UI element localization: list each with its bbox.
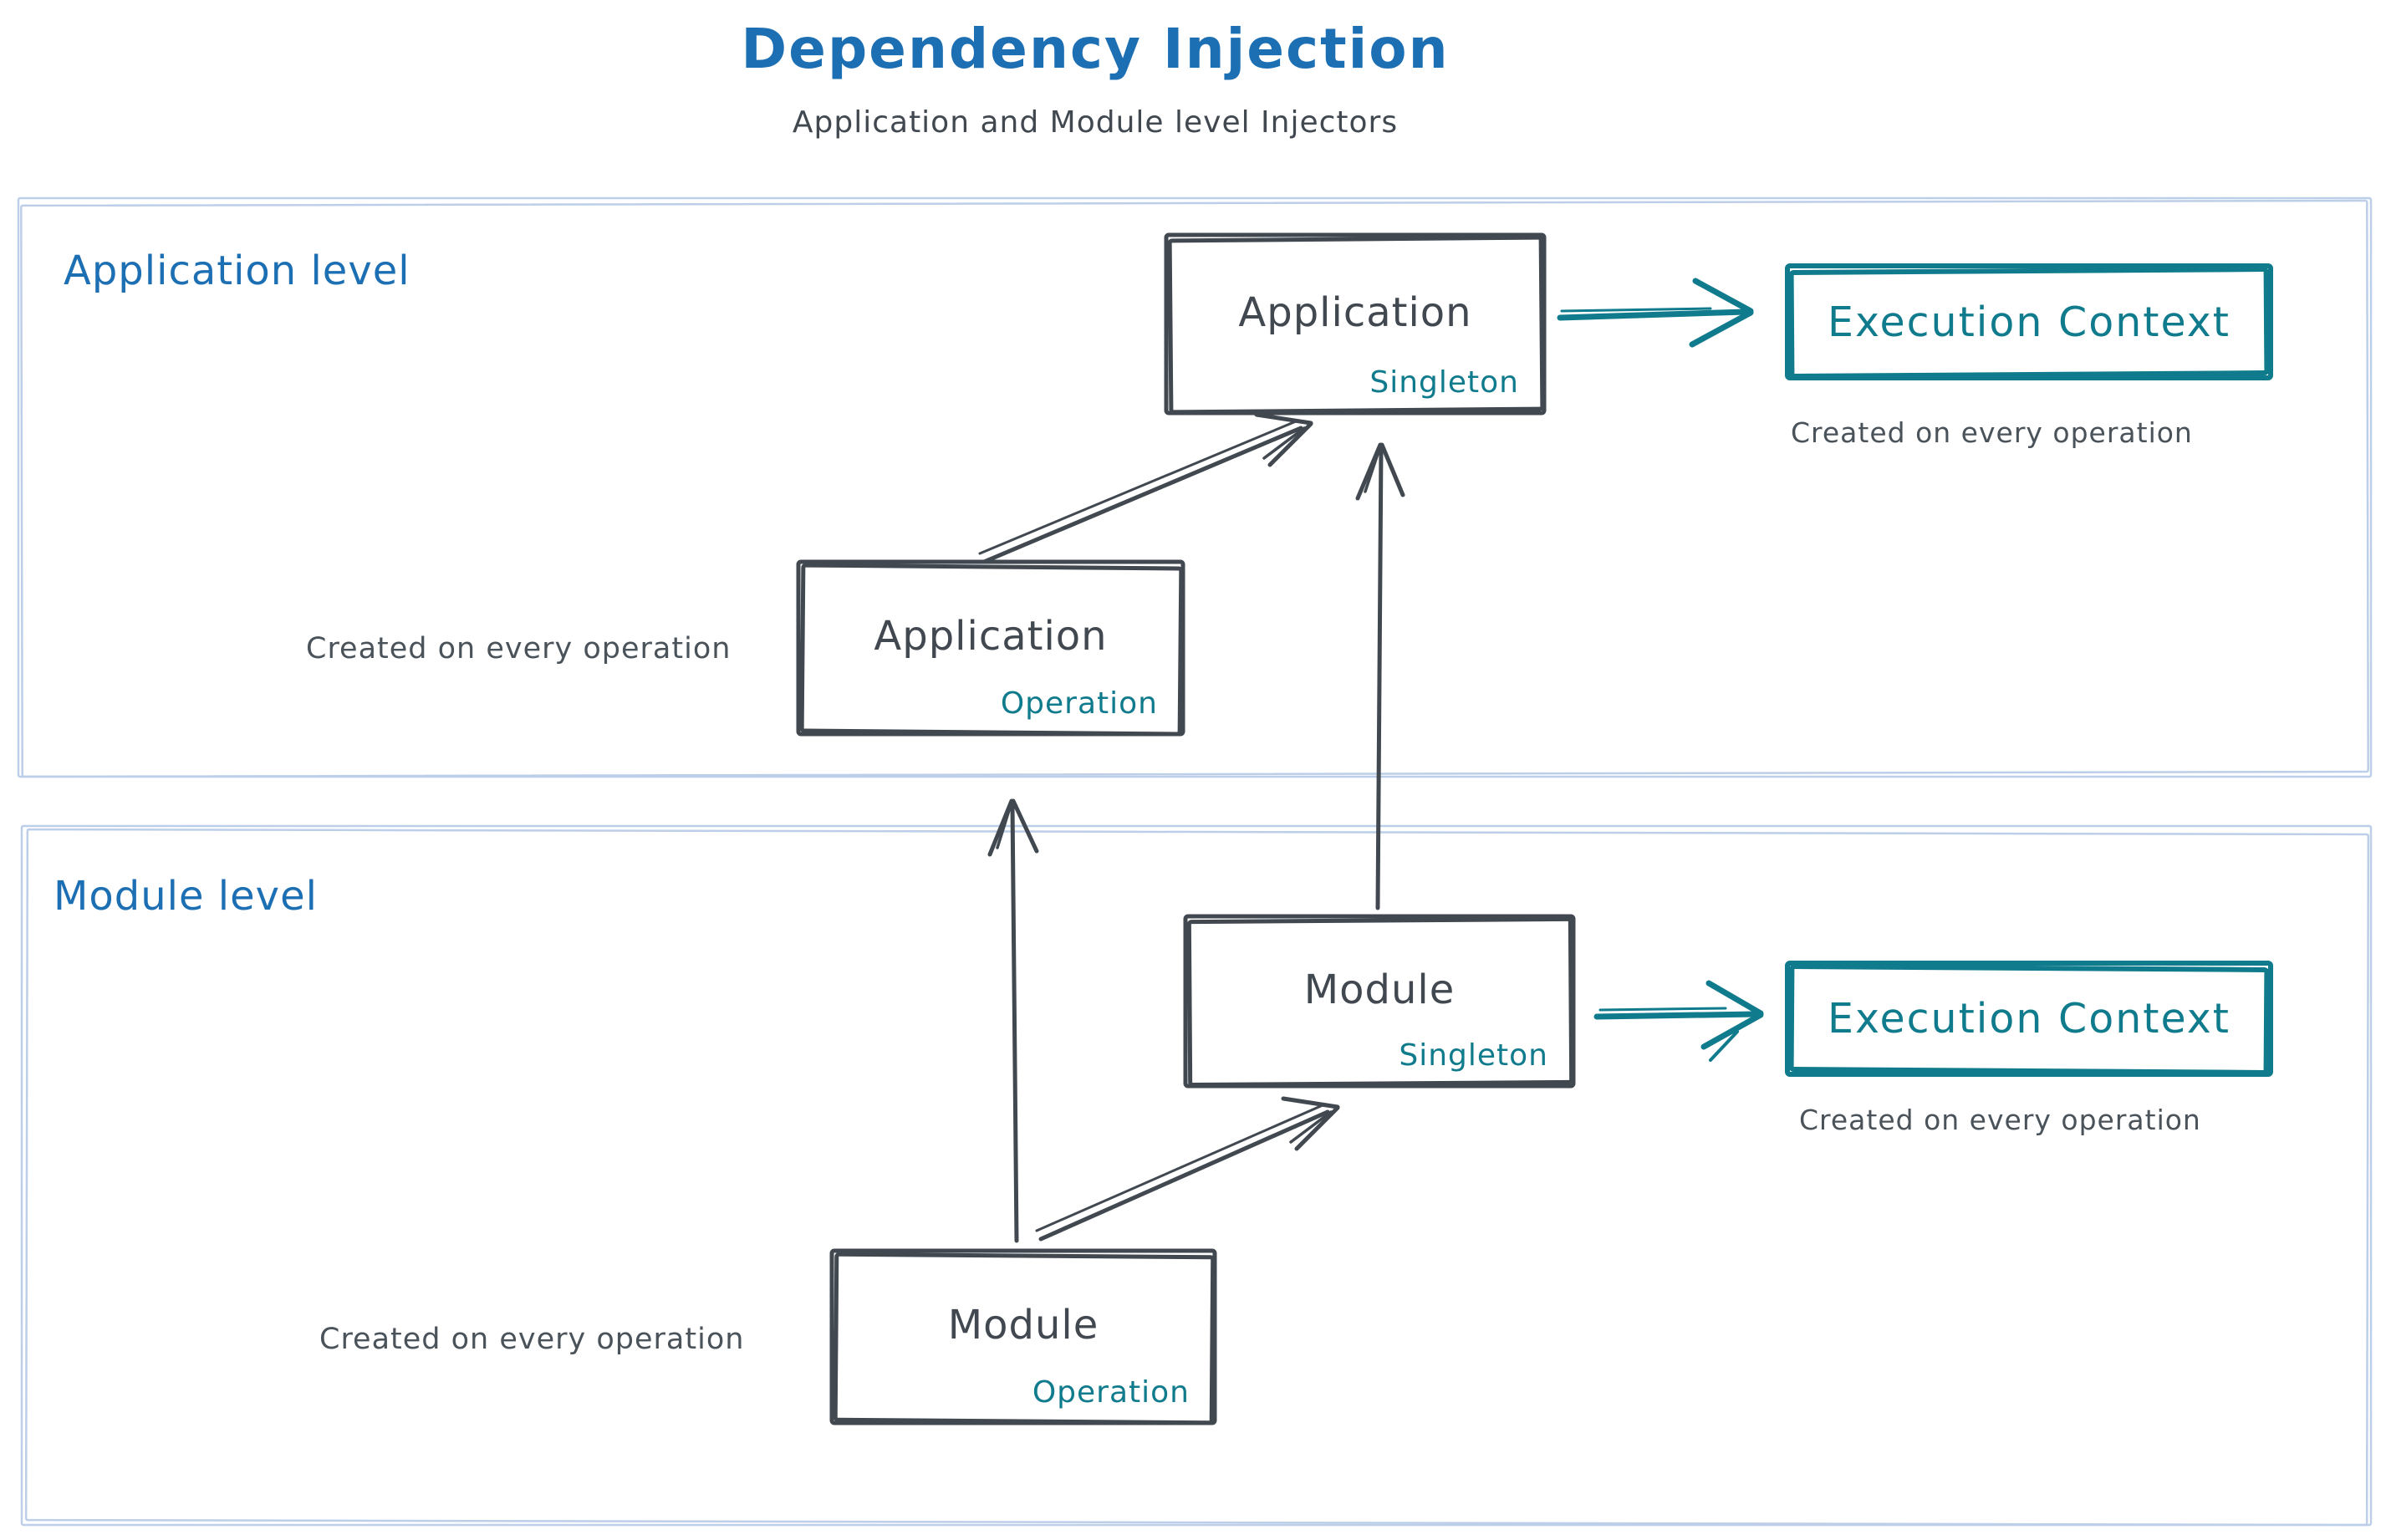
arrow-module-singleton-to-exec [1593, 980, 1764, 1062]
note-app-exec: Created on every operation [1791, 416, 2193, 449]
app-singleton-title: Application [1238, 288, 1472, 336]
module-singleton-box-outline [1183, 914, 1576, 1089]
page-subtitle: Application and Module level Injectors [792, 105, 1399, 140]
module-operation-box-outline [829, 1248, 1217, 1425]
exec-context-module-title: Execution Context [1828, 995, 2231, 1043]
app-singleton-node: Application Singleton [1166, 235, 1544, 413]
arrow-module-operation-to-module-singleton [1035, 1096, 1340, 1242]
app-operation-badge: Operation [1000, 686, 1158, 721]
app-operation-node: Application Operation [798, 562, 1183, 734]
module-operation-badge: Operation [1032, 1375, 1190, 1410]
note-app-operation: Created on every operation [306, 632, 732, 665]
module-singleton-badge: Singleton [1399, 1038, 1548, 1073]
module-singleton-title: Module [1303, 966, 1456, 1013]
module-level-container-outline [20, 824, 2373, 1527]
module-level-label: Module level [54, 873, 318, 920]
arrow-module-operation-to-app-operation [987, 798, 1039, 1243]
exec-context-app-box-outline [1785, 263, 2273, 380]
exec-context-app-title: Execution Context [1828, 298, 2231, 346]
module-singleton-node: Module Singleton [1185, 916, 1573, 1086]
exec-context-module-node: Execution Context [1787, 963, 2271, 1074]
exec-context-module-box-outline [1785, 961, 2273, 1077]
app-singleton-box-outline [1164, 232, 1547, 416]
module-operation-title: Module [947, 1302, 1099, 1349]
application-level-container-outline [17, 196, 2373, 778]
app-singleton-badge: Singleton [1369, 365, 1519, 400]
arrow-module-singleton-to-app-singleton [1355, 442, 1405, 910]
note-module-operation: Created on every operation [319, 1323, 745, 1356]
note-module-exec: Created on every operation [1799, 1104, 2201, 1136]
application-level-label: Application level [64, 247, 410, 294]
module-operation-node: Module Operation [832, 1251, 1215, 1423]
app-operation-box-outline [796, 559, 1185, 737]
arrow-app-singleton-to-exec [1557, 278, 1754, 348]
arrow-app-operation-to-app-singleton [978, 412, 1313, 564]
page-title: Dependency Injection [741, 17, 1450, 81]
exec-context-app-node: Execution Context [1787, 266, 2271, 378]
app-operation-title: Application [874, 613, 1108, 660]
